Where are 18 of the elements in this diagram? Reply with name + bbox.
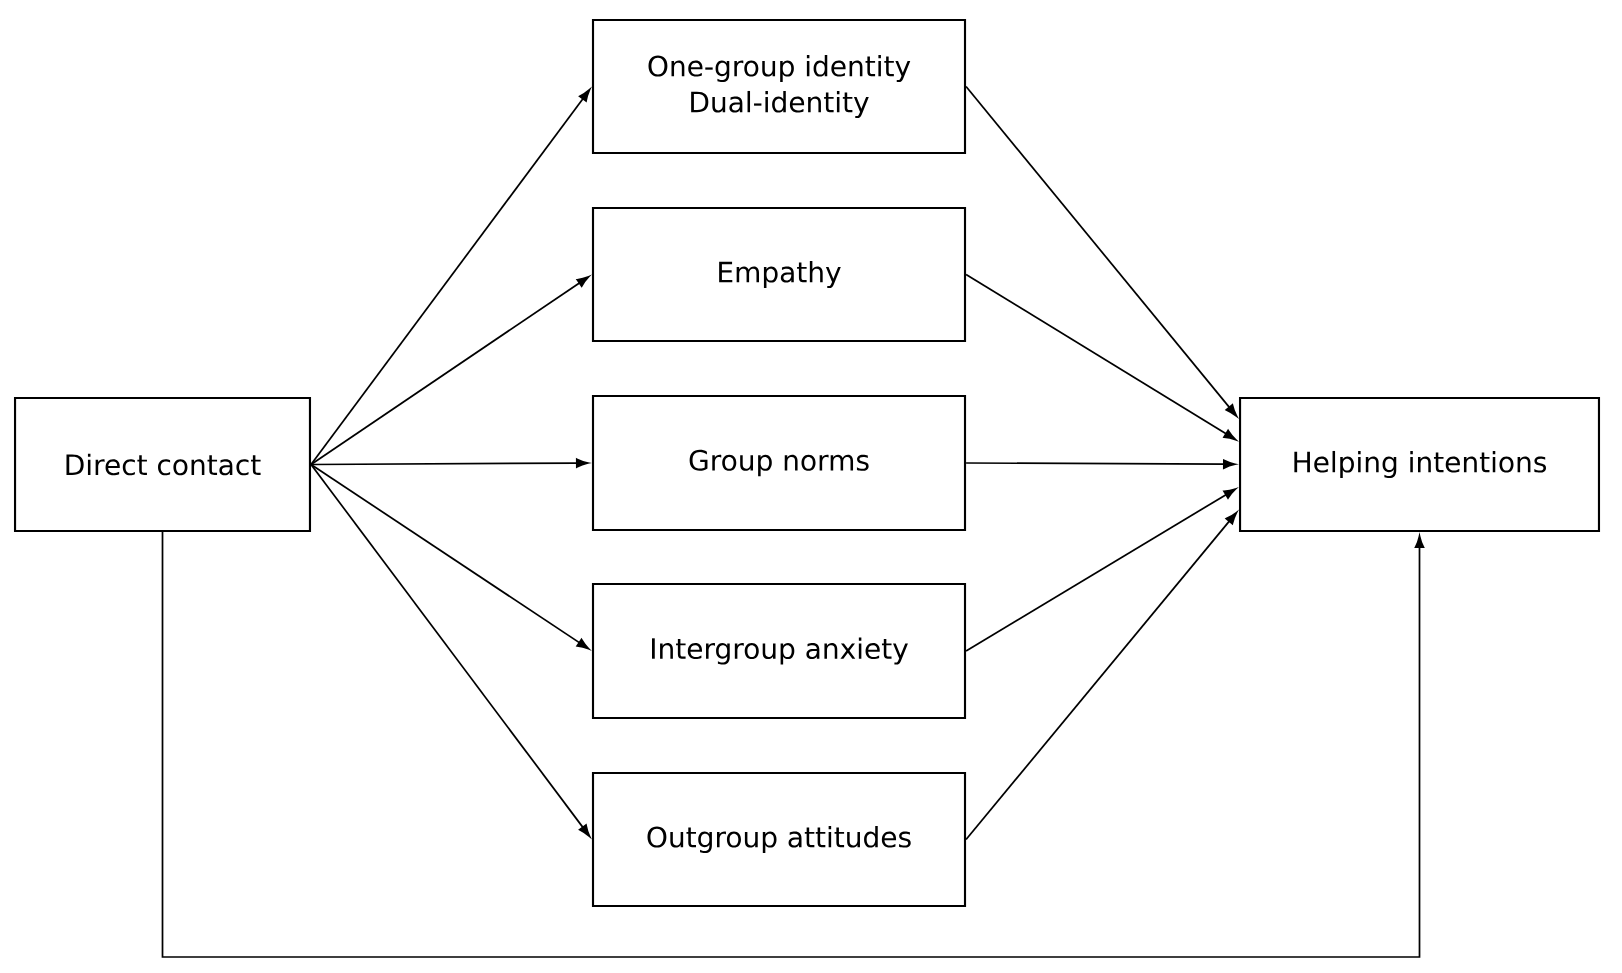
box: Direct contact [13, 396, 312, 533]
arrow [310, 463, 591, 838]
arrow [965, 85, 1238, 417]
box: Helping intentions [1238, 396, 1601, 533]
arrow [310, 463, 590, 650]
box: One-group identity Dual-identity [591, 18, 967, 155]
arrow [965, 511, 1238, 841]
box: Group norms [591, 394, 967, 532]
arrow [965, 488, 1237, 652]
box: Intergroup anxiety [591, 582, 967, 720]
arrow [310, 88, 591, 466]
box: Outgroup attitudes [591, 771, 967, 908]
arrow [161, 531, 1425, 958]
arrow [965, 273, 1237, 441]
box: Empathy [591, 206, 967, 343]
arrow [310, 275, 590, 466]
arrow [310, 458, 589, 468]
arrow [965, 459, 1236, 469]
